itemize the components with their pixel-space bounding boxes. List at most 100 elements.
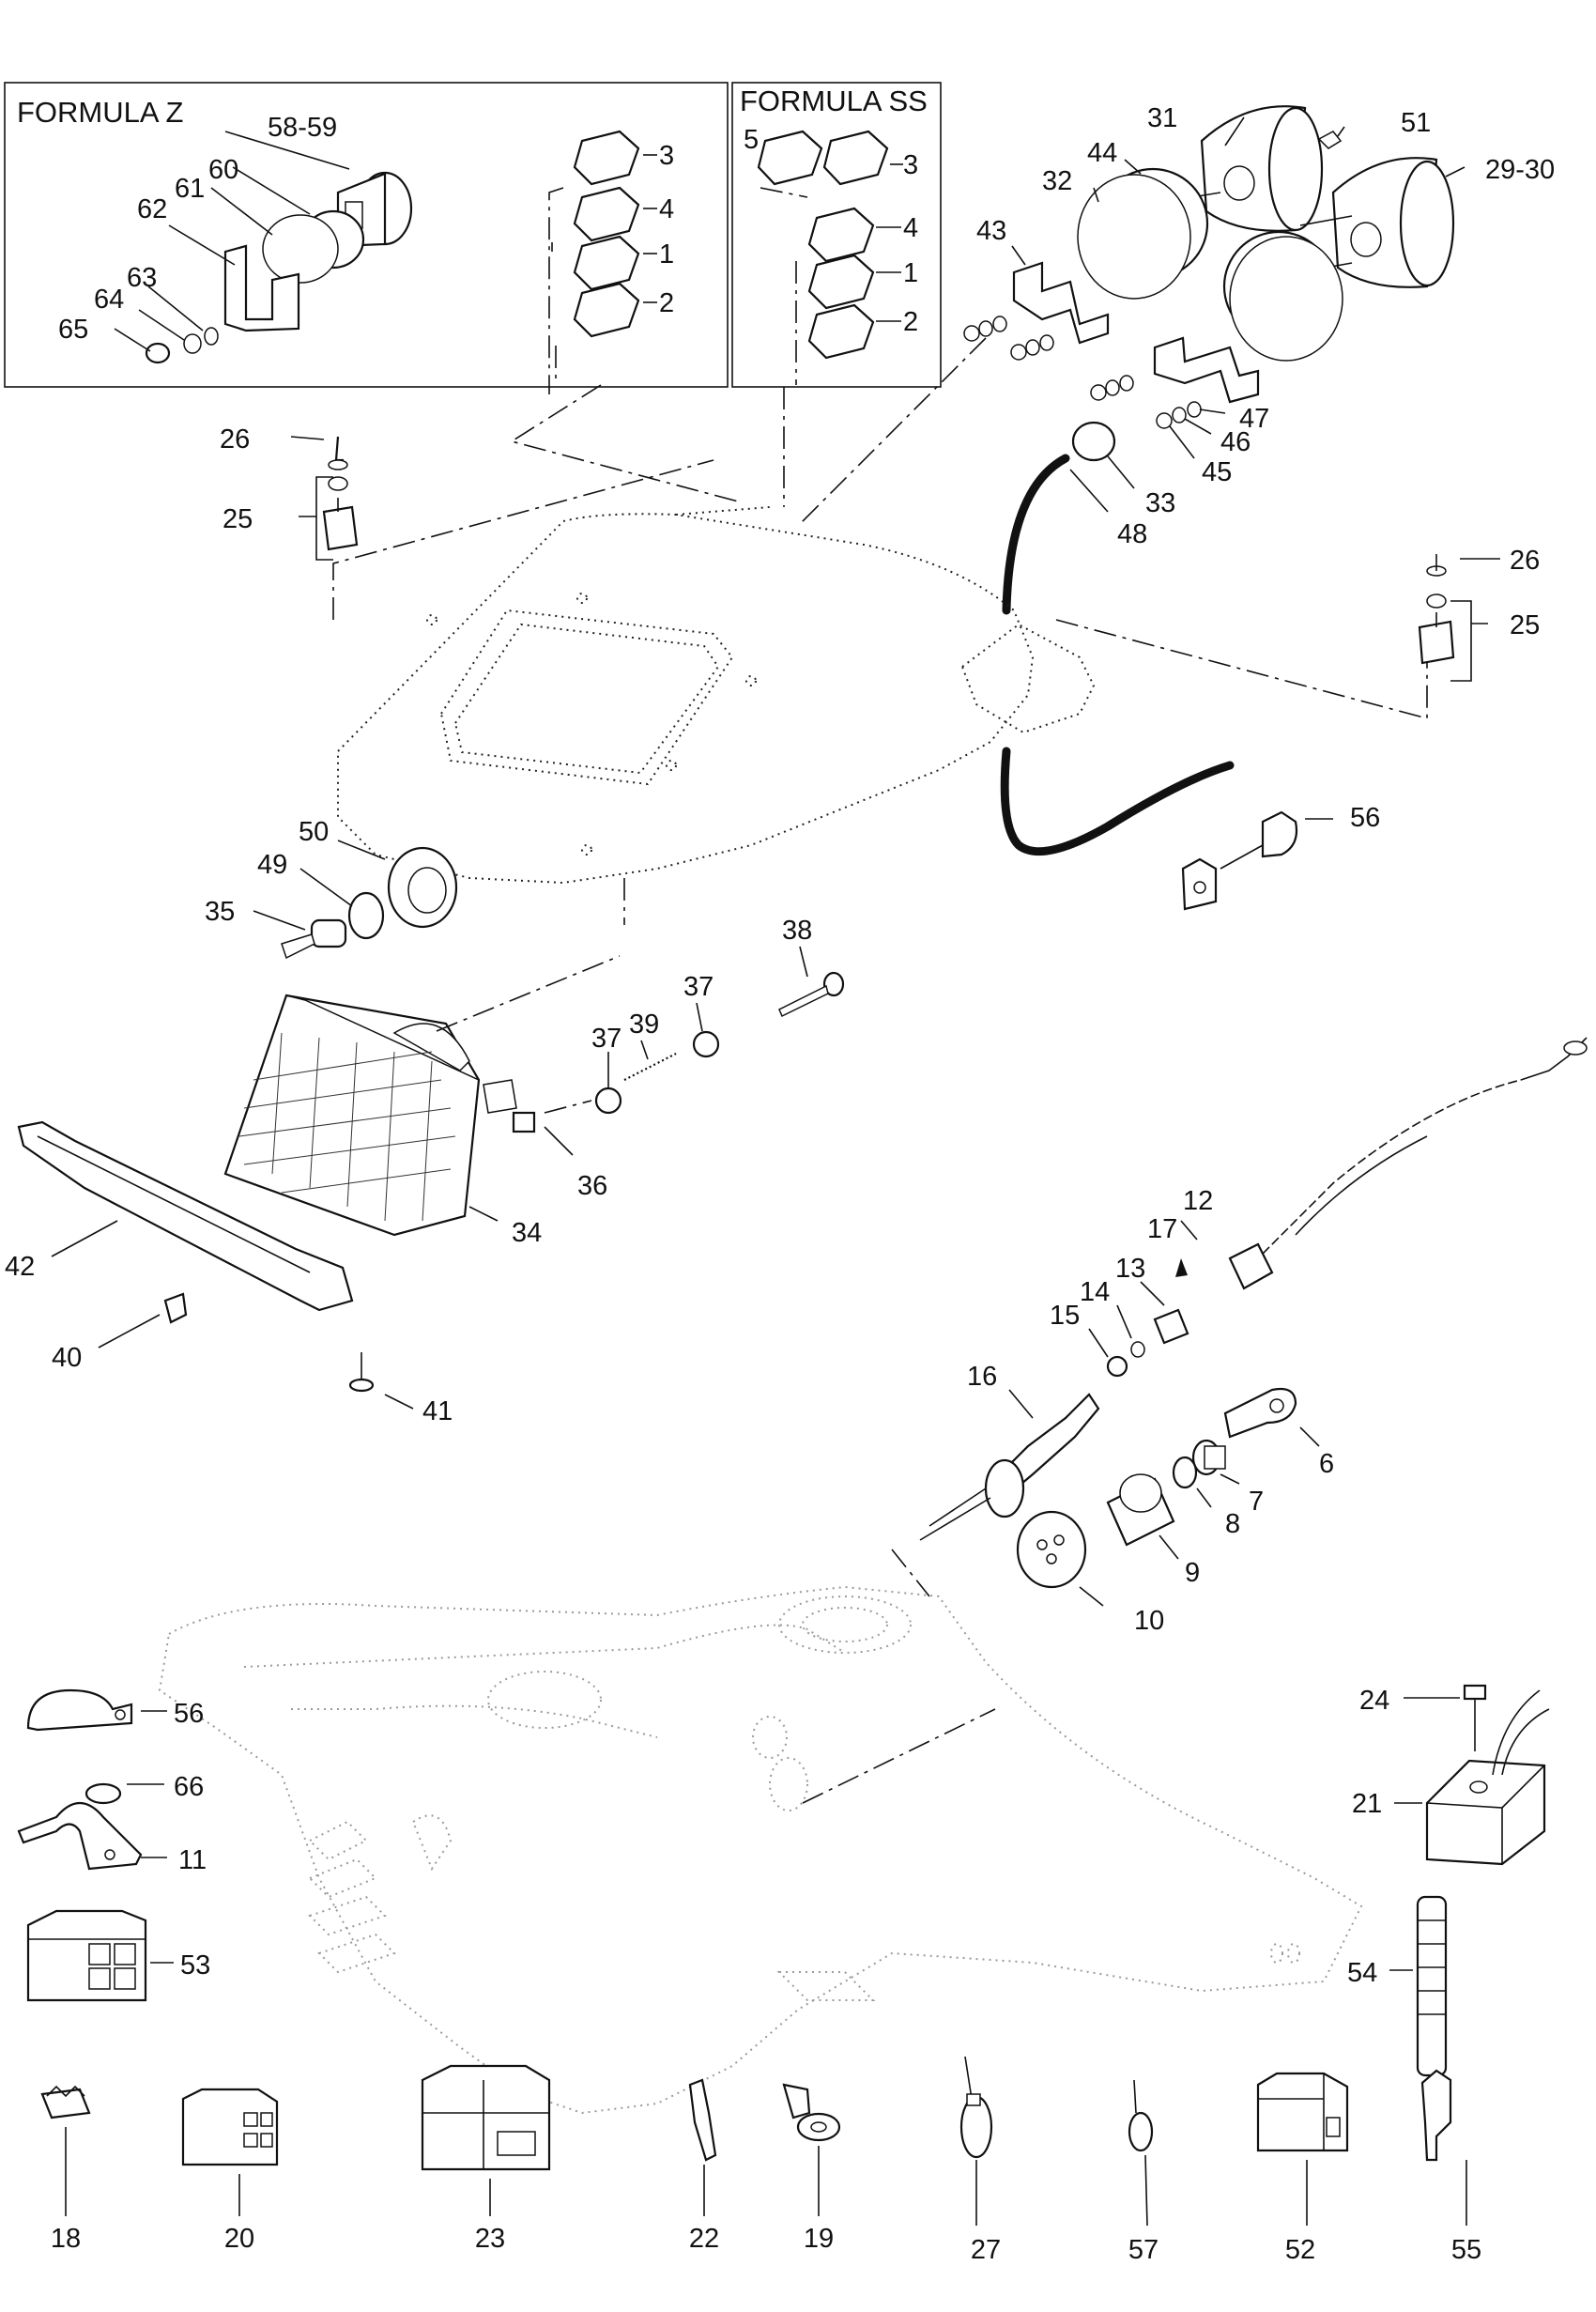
switch-z-3 — [573, 130, 657, 186]
label-38: 38 — [782, 916, 812, 946]
tether-cord-12 — [1228, 1037, 1588, 1290]
label-25-right: 25 — [1510, 610, 1540, 640]
formula-ss-frame — [731, 82, 942, 388]
nut-45 — [1156, 412, 1173, 429]
ring-61 — [262, 214, 339, 284]
connector-20 — [181, 2088, 279, 2166]
label-50: 50 — [299, 817, 329, 847]
connector-53 — [26, 1909, 147, 2002]
label-z-4: 4 — [659, 194, 674, 224]
label-33: 33 — [1145, 488, 1175, 518]
label-20: 20 — [224, 2224, 254, 2254]
bracket-43 — [1012, 261, 1110, 345]
connector-52 — [1256, 2072, 1349, 2152]
label-40: 40 — [52, 1343, 82, 1373]
bulb-socket-35 — [281, 918, 347, 960]
label-65: 65 — [58, 315, 88, 345]
label-ss-1: 1 — [903, 258, 918, 288]
label-47: 47 — [1239, 404, 1269, 434]
label-15: 15 — [1050, 1301, 1080, 1331]
label-46: 46 — [1220, 427, 1251, 457]
connector-23 — [421, 2064, 551, 2171]
clamp-56-upper — [1181, 810, 1298, 911]
label-6: 6 — [1319, 1449, 1334, 1479]
label-49: 49 — [257, 850, 287, 880]
label-57: 57 — [1128, 2235, 1159, 2265]
label-ss-2: 2 — [903, 307, 918, 337]
formula-z-title: FORMULA Z — [17, 96, 183, 129]
label-10: 10 — [1134, 1606, 1164, 1636]
washer-37-right — [692, 1030, 720, 1058]
label-ss-3: 3 — [903, 150, 918, 180]
label-42: 42 — [5, 1252, 35, 1282]
ring-32 — [1077, 174, 1191, 300]
cap-13 — [1153, 1308, 1189, 1345]
grommet-33 — [1071, 421, 1116, 462]
ring-terminal-19 — [782, 2083, 841, 2142]
cable-tie-27 — [959, 2056, 993, 2159]
switch-z-1 — [573, 235, 657, 291]
label-44: 44 — [1087, 138, 1117, 168]
washer-63 — [204, 327, 219, 346]
label-z-1: 1 — [659, 239, 674, 270]
clamp-56-lower — [26, 1688, 133, 1732]
washers-nuts — [963, 316, 1202, 429]
label-18: 18 — [51, 2224, 81, 2254]
ring-49 — [347, 891, 385, 940]
label-66: 66 — [174, 1772, 204, 1802]
label-29-30: 29-30 — [1485, 155, 1555, 185]
washer-37-left — [594, 1087, 622, 1115]
label-64: 64 — [94, 285, 124, 315]
label-11: 11 — [178, 1845, 207, 1875]
key-6 — [1223, 1387, 1297, 1439]
label-54: 54 — [1347, 1958, 1377, 1988]
label-21: 21 — [1352, 1789, 1382, 1819]
label-39: 39 — [629, 1010, 659, 1040]
switch-z-4 — [573, 186, 657, 242]
hose-48-lower — [1000, 747, 1235, 856]
label-56-lower: 56 — [174, 1699, 204, 1729]
formula-z-box: FORMULA Z — [4, 82, 729, 394]
label-37-right: 37 — [683, 972, 714, 1002]
switch-z-2 — [573, 282, 657, 338]
label-58-59: 58-59 — [268, 113, 337, 143]
label-41: 41 — [422, 1396, 453, 1426]
label-z-2: 2 — [659, 288, 674, 318]
terminal-55 — [1420, 2069, 1452, 2162]
gauge-29-30 — [1299, 157, 1455, 288]
label-22: 22 — [689, 2224, 719, 2254]
bracket-62 — [223, 244, 300, 332]
bezel-50 — [387, 846, 458, 929]
housing-9 — [1106, 1473, 1175, 1547]
washer-47 — [1187, 401, 1202, 418]
label-26-right: 26 — [1510, 546, 1540, 576]
clamp-11 — [17, 1802, 143, 1871]
washer-64 — [183, 333, 202, 354]
ignition-7 — [1191, 1439, 1226, 1476]
formula-ss-box: FORMULA SS — [731, 82, 942, 388]
washer-46 — [1172, 407, 1187, 424]
toggle-switch-25-right — [1418, 554, 1455, 665]
label-8: 8 — [1225, 1509, 1240, 1539]
label-25-left: 25 — [223, 504, 253, 534]
label-23: 23 — [475, 2224, 505, 2254]
label-43: 43 — [976, 216, 1006, 246]
nut-40 — [163, 1292, 188, 1324]
o-ring-15 — [1106, 1355, 1128, 1378]
terminal-22 — [688, 2078, 717, 2162]
label-14: 14 — [1080, 1277, 1110, 1307]
switch-ss-2 — [807, 303, 901, 360]
label-12: 12 — [1183, 1186, 1213, 1216]
bracket-43b — [1153, 336, 1260, 404]
label-62: 62 — [137, 194, 167, 224]
label-52: 52 — [1285, 2235, 1315, 2265]
label-7: 7 — [1249, 1487, 1264, 1517]
switch-ss-1 — [807, 254, 901, 310]
toggle-switch-25-left — [322, 436, 359, 551]
screw-38 — [778, 971, 845, 1018]
formula-z-frame — [4, 82, 729, 388]
label-61: 61 — [175, 174, 205, 204]
ring-gauge-2 — [1229, 236, 1343, 362]
clip-36 — [512, 1111, 536, 1133]
